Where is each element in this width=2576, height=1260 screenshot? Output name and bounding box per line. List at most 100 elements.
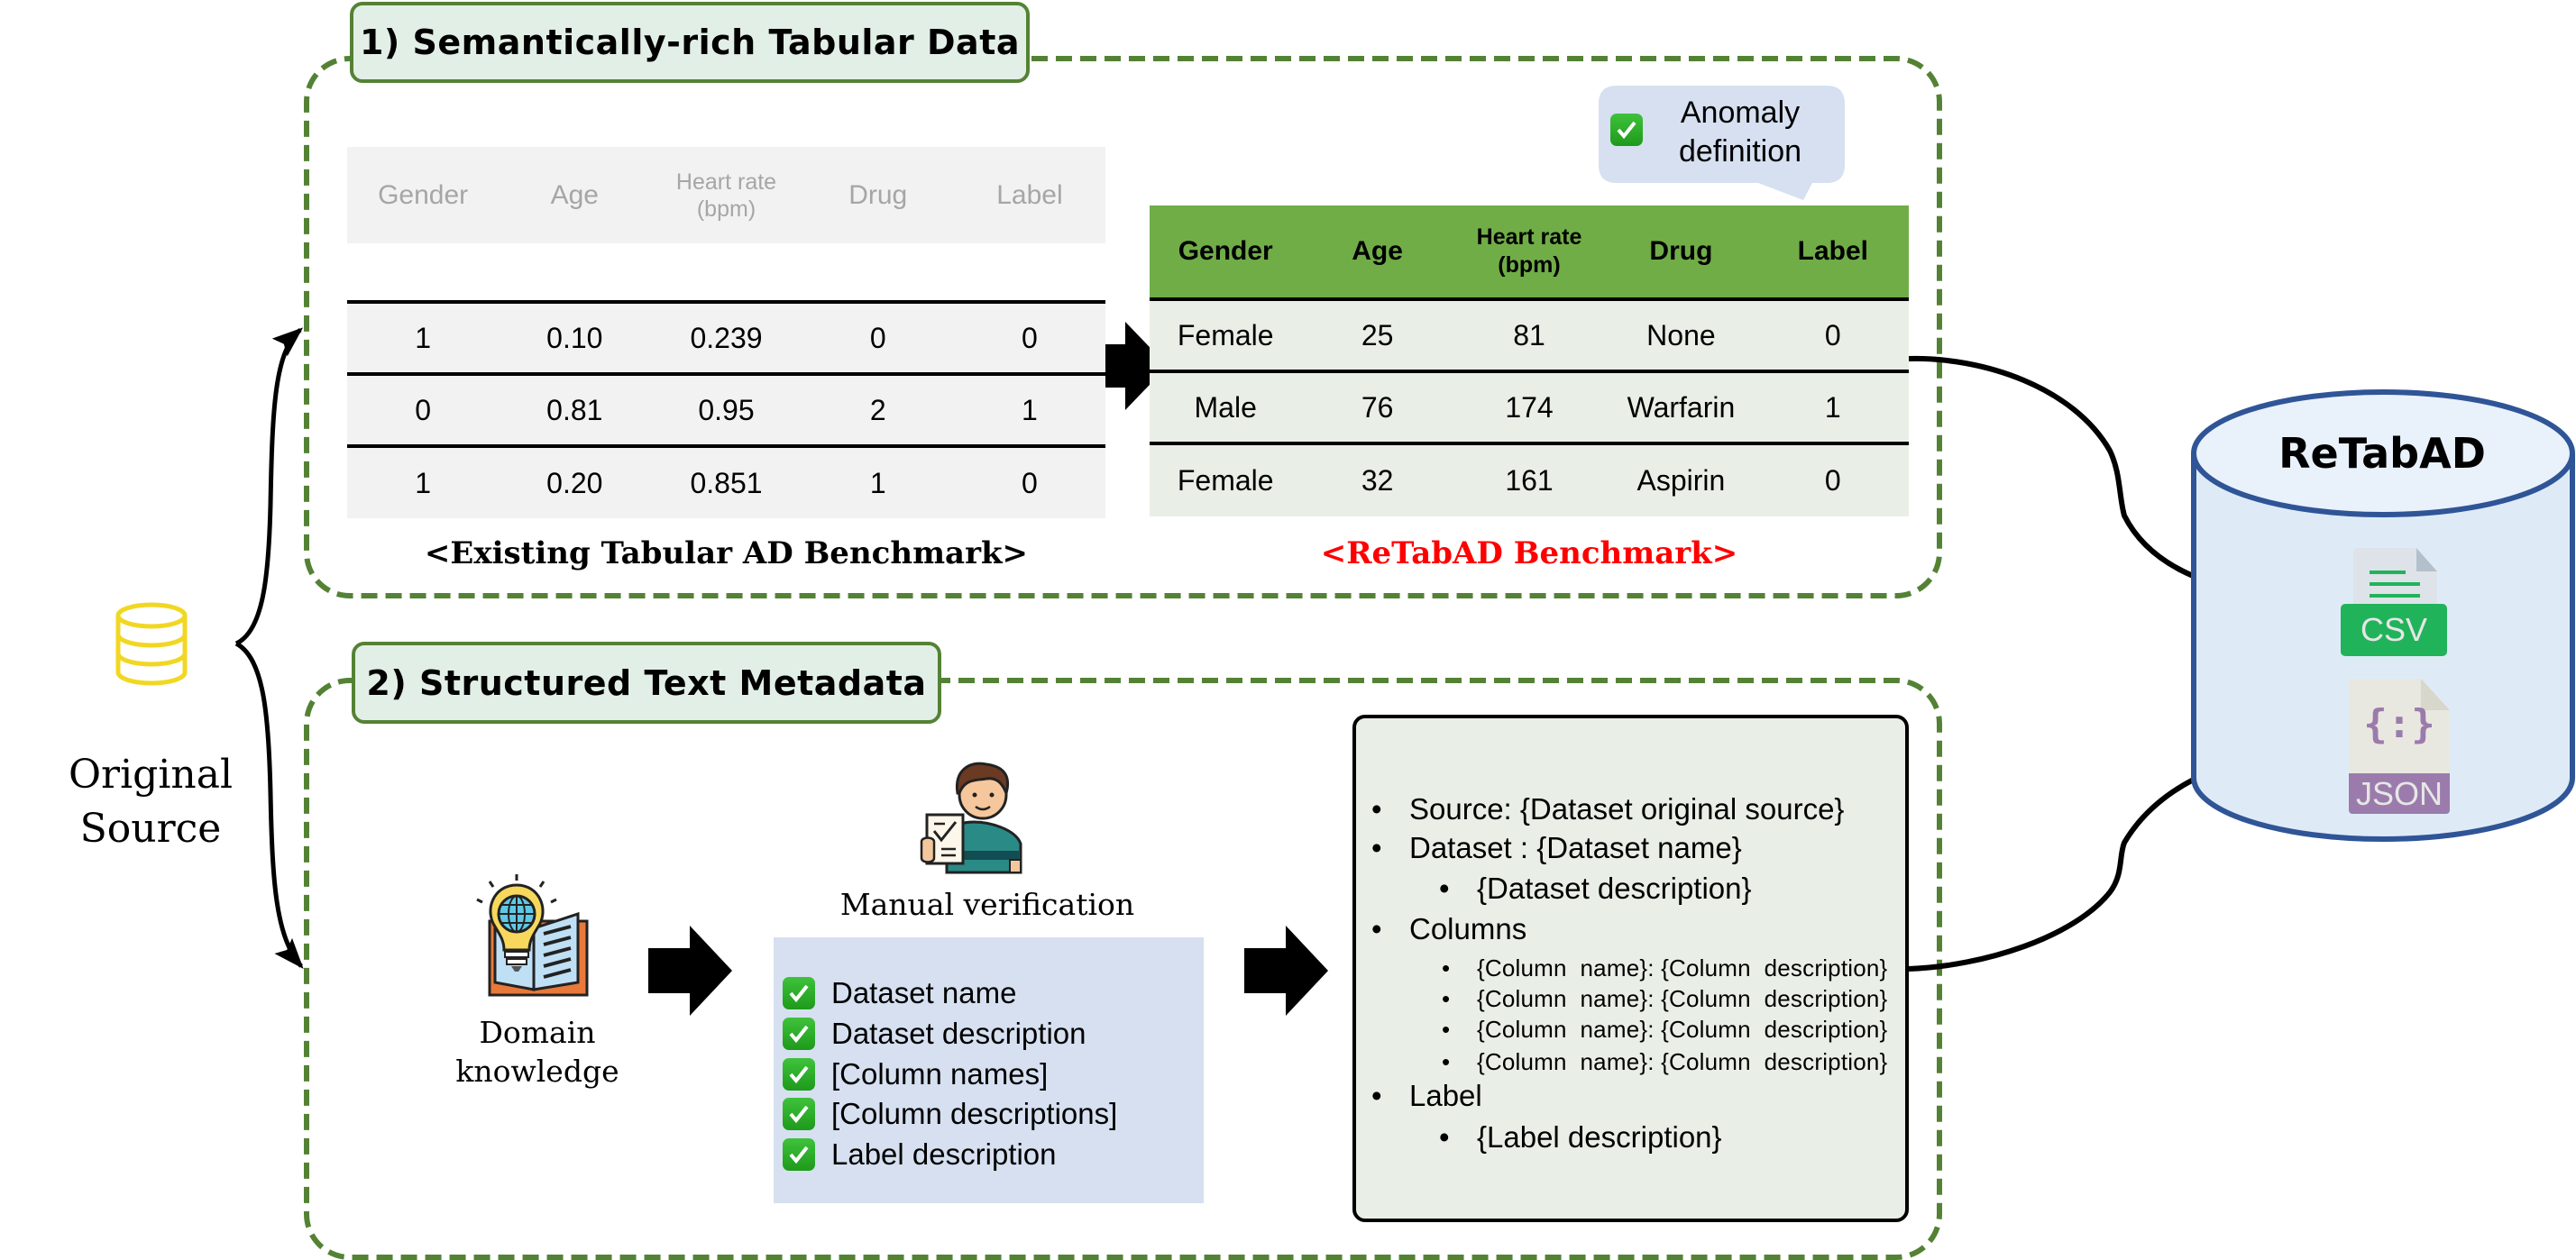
anomaly-line2: definition — [1678, 134, 1802, 169]
retabad-table-header-cell: Gender — [1150, 205, 1301, 297]
header-text: Age — [1352, 236, 1403, 267]
retabad-table-header-cell: Drug — [1605, 205, 1756, 297]
retabad-table-cell: 76 — [1361, 390, 1394, 424]
section2-title-tab: 2) Structured Text Metadata — [352, 642, 941, 724]
retabad-table-cell: 25 — [1361, 318, 1394, 352]
section1-title: 1) Semantically-rich Tabular Data — [359, 23, 1021, 62]
original-source-box — [69, 560, 234, 727]
retabad-table-cell: 161 — [1505, 464, 1554, 497]
json-glyph: {:} — [2363, 701, 2435, 747]
existing-table-cell: 2 — [869, 393, 886, 426]
existing-table-header-cell: Drug — [802, 147, 954, 243]
existing-table-header-cell: Heart rate(bpm) — [650, 147, 802, 243]
existing-table-header-cell: Label — [954, 147, 1105, 243]
metadata-source: Source: {Dataset original source} — [1409, 792, 1845, 826]
bullet: • — [1442, 985, 1451, 1012]
header-text: Gender — [1178, 236, 1273, 267]
json-label: JSON — [2349, 773, 2450, 814]
existing-table-cell: 0 — [869, 321, 886, 354]
check-mark-button-icon — [783, 1138, 815, 1172]
block-arrow-checklist — [1244, 926, 1328, 1016]
domain-line2: knowledge — [455, 1054, 619, 1089]
retabad-table-cell: 1 — [1824, 390, 1841, 424]
checklist-item: Label description — [774, 1135, 1204, 1175]
existing-table-cell: 0 — [1022, 466, 1038, 499]
existing-table-header-cell: Age — [499, 147, 650, 243]
metadata-dataset: Dataset : {Dataset name} — [1409, 831, 1742, 864]
header-text: Drug — [848, 179, 908, 210]
bullet: • — [1439, 872, 1450, 905]
source-label-line1: Original — [68, 752, 234, 798]
checklist-item-label: [Column names] — [831, 1056, 1049, 1091]
section1-title-tab: 1) Semantically-rich Tabular Data — [350, 2, 1030, 83]
existing-table-cell: 1 — [415, 466, 431, 499]
manual-verification-label: Manual verification — [839, 887, 1135, 922]
retabad-table-header-cell: Heart rate(bpm) — [1453, 205, 1605, 297]
existing-table-cell: 0.851 — [690, 466, 763, 499]
lightbulb-book-icon — [476, 874, 589, 997]
domain-knowledge-label: Domain knowledge — [447, 1013, 628, 1091]
metadata-template-box: • Source: {Dataset original source} • Da… — [1352, 715, 1909, 1222]
checklist-item: Dataset description — [774, 1014, 1204, 1055]
metadata-column-item: {Column name}: {Column description} — [1477, 1016, 1888, 1043]
check-mark-button-icon — [783, 977, 815, 1010]
existing-table-cell: 0.95 — [698, 393, 755, 426]
metadata-column-item: {Column name}: {Column description} — [1477, 985, 1888, 1012]
header-text: Label — [1797, 236, 1868, 267]
header-text: Drug — [1649, 236, 1713, 267]
source-to-section1-arrow — [234, 327, 304, 646]
existing-table-cell: 1 — [1022, 393, 1038, 426]
checklist-item: Dataset name — [774, 973, 1204, 1014]
checklist-item-label: Dataset description — [831, 1017, 1086, 1051]
existing-table-cell: 0.81 — [546, 393, 603, 426]
existing-benchmark-caption: <Existing Tabular AD Benchmark> — [424, 535, 1029, 571]
metadata-dataset-desc: {Dataset description} — [1477, 872, 1752, 905]
retabad-table-cell: 81 — [1513, 318, 1545, 352]
bullet: • — [1442, 1048, 1451, 1075]
retabad-table-header-cell: Age — [1301, 205, 1453, 297]
database-title: ReTabAD — [2278, 429, 2486, 478]
bullet: • — [1442, 954, 1451, 982]
retabad-table-cell: 0 — [1824, 464, 1841, 497]
database-icon — [115, 602, 188, 686]
check-mark-button-icon — [783, 1098, 815, 1131]
existing-table-cell: 0.20 — [546, 466, 603, 499]
metadata-column-item: {Column name}: {Column description} — [1477, 1048, 1888, 1075]
retabad-benchmark-caption: <ReTabAD Benchmark> — [1320, 535, 1738, 571]
metadata-columns: Columns — [1409, 912, 1527, 945]
csv-label: CSV — [2341, 604, 2447, 656]
retabad-table-cell: 174 — [1505, 390, 1554, 424]
header-text: Heart rate — [675, 169, 777, 195]
existing-table-cell: 0.10 — [546, 321, 603, 354]
existing-table-cell: 1 — [415, 321, 431, 354]
person-checklist-icon — [920, 762, 1022, 874]
anomaly-bubble-shape — [1599, 86, 1845, 200]
retabad-table-cell: Aspirin — [1636, 464, 1726, 497]
anomaly-definition-label: Anomaly definition — [1650, 94, 1830, 171]
retabad-table-cell: Male — [1194, 390, 1257, 424]
check-mark-button-icon — [783, 1057, 815, 1091]
checklist-item: [Column descriptions] — [774, 1094, 1204, 1135]
retabad-table-cell: 32 — [1361, 464, 1394, 497]
metadata-label: Label — [1409, 1079, 1482, 1112]
domain-line1: Domain — [479, 1015, 596, 1050]
bullet: • — [1371, 831, 1382, 864]
checklist-item-label: [Column descriptions] — [831, 1097, 1118, 1131]
json-file-icon — [2349, 679, 2450, 773]
metadata-column-item: {Column name}: {Column description} — [1477, 954, 1888, 982]
header-text: (bpm) — [696, 196, 756, 222]
source-label-line2: Source — [79, 806, 222, 852]
check-mark-button-icon — [783, 1018, 815, 1051]
retabad-table-header-cell: Label — [1757, 205, 1909, 297]
bullet: • — [1442, 1016, 1451, 1043]
block-arrow-domain — [648, 926, 732, 1016]
bullet: • — [1439, 1120, 1450, 1154]
checklist-item: [Column names] — [774, 1054, 1204, 1094]
